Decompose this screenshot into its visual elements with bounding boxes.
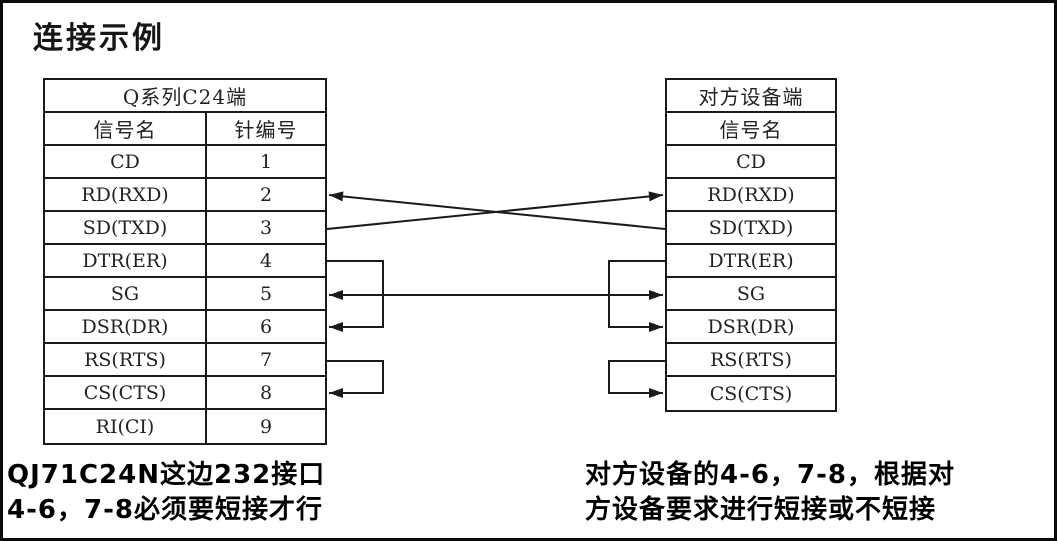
table-row: DSR(DR) 6	[45, 311, 325, 344]
signal-cell: SD(TXD)	[45, 212, 207, 243]
signal-cell: RS(RTS)	[45, 344, 207, 375]
signal-cell: SD(TXD)	[708, 216, 794, 239]
column-header-signal: 信号名	[45, 113, 207, 144]
pin-cell: 7	[259, 348, 273, 371]
arrowhead-icon	[329, 322, 343, 332]
pin-cell: 3	[259, 216, 273, 239]
table-row: RS(RTS) 7	[45, 344, 325, 377]
table-row: CS(CTS) 8	[45, 377, 325, 410]
signal-cell: RS(RTS)	[710, 348, 792, 371]
arrowhead-icon	[649, 322, 663, 332]
signal-cell: SG	[736, 282, 766, 305]
table-row: SG	[667, 278, 835, 311]
table-row: DSR(DR)	[667, 311, 835, 344]
table-row: DTR(ER) 4	[45, 245, 325, 278]
note-left-line2: 4-6，7-8必须要短接才行	[7, 495, 323, 525]
note-right: 对方设备的4-6，7-8，根据对 方设备要求进行短接或不短接	[585, 458, 955, 528]
wire-sd-left-to-rd-right	[326, 194, 664, 230]
arrowhead-icon	[649, 290, 663, 300]
table-row: RI(CI) 9	[45, 410, 325, 443]
signal-cell: DSR(DR)	[707, 315, 795, 338]
wire-left-jumper-4-6	[327, 260, 384, 328]
signal-cell: DTR(ER)	[45, 245, 207, 276]
table-row: SG 5	[45, 278, 325, 311]
pin-cell: 5	[259, 282, 273, 305]
signal-cell: CS(CTS)	[45, 377, 207, 408]
arrowhead-icon	[648, 191, 663, 202]
wire-right-jumper-4-6	[608, 260, 665, 328]
note-right-line1: 对方设备的4-6，7-8，根据对	[585, 460, 955, 490]
column-header-pin: 针编号	[234, 118, 298, 142]
column-header-signal: 信号名	[719, 118, 783, 142]
arrowhead-icon	[329, 290, 343, 300]
arrowhead-icon	[329, 388, 343, 398]
arrowhead-icon	[329, 191, 344, 202]
arrowhead-icon	[649, 388, 663, 398]
signal-cell: SG	[45, 278, 207, 309]
table-row: CD 1	[45, 146, 325, 179]
wire-left-jumper-7-8	[327, 360, 384, 394]
left-table: Q系列C24端 信号名 针编号 CD 1 RD(RXD) 2 SD(TXD) 3…	[43, 78, 327, 445]
table-row: DTR(ER)	[667, 245, 835, 278]
right-table-column-header-row: 信号名	[667, 113, 835, 146]
signal-cell: RD(RXD)	[45, 179, 207, 210]
pin-cell: 2	[259, 183, 273, 206]
pin-cell: 6	[259, 315, 273, 338]
right-table: 对方设备端 信号名 CD RD(RXD) SD(TXD) DTR(ER) SG …	[665, 78, 837, 412]
wire-sd-right-to-rd-left	[328, 194, 666, 230]
note-left: QJ71C24N这边232接口 4-6，7-8必须要短接才行	[7, 458, 325, 528]
table-row: SD(TXD) 3	[45, 212, 325, 245]
note-right-line2: 方设备要求进行短接或不短接	[585, 495, 937, 525]
signal-cell: CS(CTS)	[709, 382, 793, 405]
pin-cell: 1	[259, 150, 273, 173]
table-row: RD(RXD)	[667, 179, 835, 212]
signal-cell: CD	[736, 150, 766, 173]
signal-cell: RD(RXD)	[707, 183, 795, 206]
signal-cell: RI(CI)	[45, 410, 207, 443]
signal-cell: DSR(DR)	[45, 311, 207, 342]
signal-cell: DTR(ER)	[708, 249, 794, 272]
table-row: SD(TXD)	[667, 212, 835, 245]
left-table-header-row: Q系列C24端	[45, 80, 325, 113]
right-table-header-row: 对方设备端	[667, 80, 835, 113]
wire-right-jumper-7-8	[608, 360, 665, 394]
left-table-title: Q系列C24端	[122, 85, 248, 109]
pin-cell: 4	[259, 249, 273, 272]
right-table-title: 对方设备端	[698, 85, 804, 109]
note-left-line1: QJ71C24N这边232接口	[7, 460, 326, 490]
left-table-column-header-row: 信号名 针编号	[45, 113, 325, 146]
table-row: CD	[667, 146, 835, 179]
signal-cell: CD	[45, 146, 207, 177]
table-row: RD(RXD) 2	[45, 179, 325, 212]
table-row: RS(RTS)	[667, 344, 835, 377]
pin-cell: 9	[259, 415, 273, 438]
pin-cell: 8	[259, 381, 273, 404]
table-row: CS(CTS)	[667, 377, 835, 410]
page-title: 连接示例	[33, 21, 165, 56]
